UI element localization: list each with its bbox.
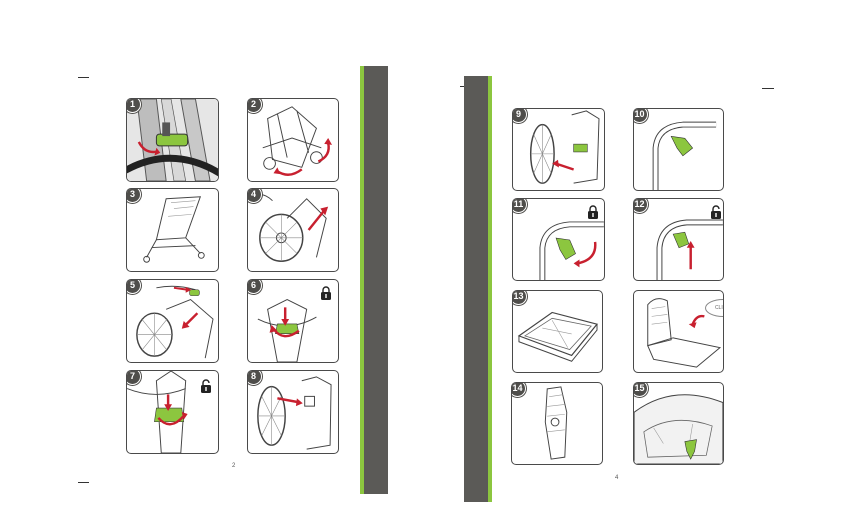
step-10-panel: 10 <box>633 108 724 191</box>
step-2-panel: 2 <box>247 98 339 182</box>
step-12-panel: 12 <box>633 198 724 281</box>
lock-icon <box>588 205 598 219</box>
step-4-illustration <box>252 194 329 262</box>
step-number: 6 <box>248 280 262 294</box>
step-8-panel: 8 <box>247 370 339 454</box>
lock-open-icon <box>711 205 721 219</box>
step-6-panel: 6 <box>247 279 339 363</box>
step-number: 3 <box>127 189 141 203</box>
step-2-illustration <box>262 106 333 176</box>
page-number: 4 <box>615 475 619 481</box>
step-3-panel: 3 <box>126 188 219 272</box>
step-7-illustration <box>127 371 188 453</box>
step-number: 7 <box>127 371 141 385</box>
step-12-illustration <box>656 219 723 280</box>
step-number: 1 <box>127 99 141 113</box>
crop-mark <box>78 77 89 78</box>
step-8-illustration <box>257 376 332 450</box>
step-11-panel: 11 <box>512 198 605 281</box>
step-5-panel: 5 <box>126 279 219 363</box>
step-13b-panel: CLICK! <box>633 290 724 373</box>
crop-mark <box>762 88 774 89</box>
left-binding-stripe <box>360 66 364 494</box>
left-binding-band <box>364 66 388 494</box>
step-7-panel: 7 <box>126 370 219 454</box>
step-number: 11 <box>513 199 527 213</box>
step-number: 8 <box>248 371 262 385</box>
right-binding-stripe <box>488 76 492 502</box>
step-1-panel: 1 <box>126 98 219 182</box>
step-number: 12 <box>634 199 648 213</box>
step-11-illustration <box>539 221 604 280</box>
step-13-illustration <box>517 311 599 362</box>
step-6-illustration <box>257 298 317 362</box>
step-10-illustration <box>652 121 717 190</box>
step-1-illustration <box>127 99 218 181</box>
step-9-panel: 9 <box>512 108 605 191</box>
step-13b-illustration <box>647 298 722 368</box>
step-4-panel: 4 <box>247 188 339 272</box>
step-15-illustration <box>634 394 723 464</box>
step-14-illustration <box>544 386 568 460</box>
step-number: 9 <box>513 109 527 123</box>
step-number: 4 <box>248 189 262 203</box>
step-13-panel: 13 <box>512 290 603 373</box>
step-number: 15 <box>634 383 648 397</box>
step-number: 10 <box>634 109 648 123</box>
page-number: 2 <box>232 463 236 469</box>
step-3-illustration <box>143 196 205 263</box>
step-number: 14 <box>512 383 526 397</box>
step-number: 13 <box>513 291 527 305</box>
step-14-panel: 14 <box>511 382 603 465</box>
lock-icon <box>321 286 331 300</box>
crop-mark <box>78 482 89 483</box>
lock-open-icon <box>201 379 211 393</box>
right-binding-band <box>464 76 488 502</box>
step-number: 5 <box>127 280 141 294</box>
step-number: 2 <box>248 99 262 113</box>
step-5-illustration <box>136 285 214 359</box>
step-9-illustration <box>529 110 600 184</box>
step-15-panel: 15 <box>633 382 724 465</box>
